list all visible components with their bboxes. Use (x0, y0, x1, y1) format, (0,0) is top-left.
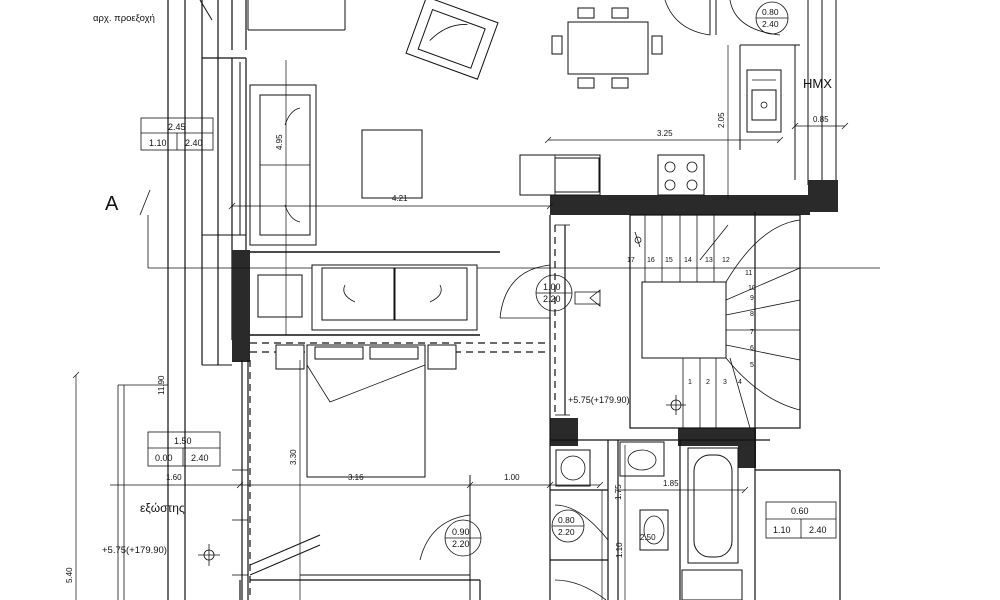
bed-icon (275, 344, 457, 478)
door-tag-height: 2.20 (558, 527, 575, 537)
dim-kitchen-depth: 2.05 (717, 112, 726, 128)
door-swing-icon (499, 264, 551, 319)
stair-step-label: 2 (706, 379, 710, 386)
wall-bath-right (738, 428, 756, 468)
door-tag: 0.80 2.40 (755, 1, 789, 35)
window-tag-sill: 1.10 (773, 525, 791, 535)
door-tag: 0.80 2.20 (551, 509, 585, 543)
door-tag-width: 1.00 (543, 282, 561, 292)
door-swing-icon (419, 514, 471, 561)
dimension-texts: 4.21 4.95 3.25 2.05 0.85 3.16 3.30 1.60 … (65, 112, 829, 583)
section-marker-a: A (105, 193, 119, 215)
window-tag-width: 0.60 (791, 506, 809, 516)
dimension-lines (72, 0, 849, 600)
toilet-icon (639, 509, 669, 551)
dim-balcony-width: 1.60 (166, 473, 182, 482)
wc-sink-icon (746, 69, 782, 133)
bathroom-fixtures (555, 441, 743, 600)
stair-step-label: 8 (750, 311, 754, 318)
stair-step-label: 11 (745, 270, 752, 277)
entry-arrow-icon (574, 289, 601, 307)
dim-corridor: 1.00 (504, 473, 520, 482)
dim-balcony-depth: 5.40 (65, 567, 74, 583)
wall-bath-top (678, 428, 754, 446)
door-tag-height: 2.20 (452, 539, 470, 549)
level-label-balcony: +5.75(+179.90) (102, 545, 167, 556)
window-tag: 2.45 1.10 2.40 (140, 117, 214, 151)
stair-step-label: 10 (748, 285, 756, 292)
wall-column-left (232, 250, 250, 362)
stair-step-label: 15 (665, 257, 673, 264)
stair-step-label: 1 (688, 379, 692, 386)
wall-kitchen-base (550, 195, 810, 215)
window-tag-height: 2.40 (809, 525, 827, 535)
door-swing-icon (729, 0, 781, 36)
stair-step-label: 13 (705, 257, 713, 264)
hatched-walls (232, 180, 838, 468)
interior-walls (239, 44, 841, 600)
level-label-stair: +5.75(+179.90) (568, 395, 630, 405)
dim-bed-width: 3.16 (348, 473, 364, 482)
dim-small: 1.10 (615, 542, 624, 558)
window-tag-sill: 0.00 (155, 453, 173, 463)
door-tag: 0.90 2.20 (444, 519, 482, 557)
dim-living-width: 4.21 (392, 194, 408, 203)
window-tag-sill: 1.10 (149, 138, 167, 148)
stair-step-label: 3 (723, 379, 727, 386)
door-tag-width: 0.80 (558, 515, 575, 525)
wall-corner-right (808, 180, 838, 212)
stair-step-label: 6 (750, 345, 754, 352)
dim-bath-width: 1.85 (663, 479, 679, 488)
washbasin-icon (619, 441, 665, 477)
window-tag: 1.50 0.00 2.40 (147, 431, 221, 467)
level-marker-icon (666, 395, 686, 415)
dim-living-depth: 4.95 (275, 134, 284, 150)
sofa-icon (249, 84, 317, 246)
stair-step-label: 5 (750, 362, 754, 369)
balcony-label: εξώστης (140, 501, 185, 515)
stair-step-label: 17 (627, 257, 635, 264)
stair-step-label: 16 (647, 257, 655, 264)
wall-bath-left (550, 418, 578, 446)
door-swing-icon (554, 579, 607, 600)
door-tag-width: 0.80 (762, 7, 779, 17)
stair-step-label: 4 (738, 379, 742, 386)
dim-kitchen-width: 3.25 (657, 129, 673, 138)
stair-step-label: 7 (750, 329, 754, 336)
side-table-icon (257, 274, 303, 318)
stair-step-label: 12 (722, 257, 730, 264)
window-tag: 0.60 1.10 2.40 (765, 501, 837, 539)
dim-total-depth: 11.90 (157, 375, 166, 395)
dim-bed-depth: 3.30 (289, 449, 298, 465)
window-tag-height: 2.40 (191, 453, 209, 463)
door-tag: 1.00 2.20 (535, 274, 573, 312)
stair-step-label: 14 (684, 257, 692, 264)
misc-details (232, 154, 642, 576)
coffee-table-icon (361, 129, 423, 199)
dining-table-icon (551, 7, 663, 89)
level-marker-icon (198, 544, 220, 566)
window-tag-width: 1.50 (174, 436, 192, 446)
door-tag-height: 2.20 (543, 294, 561, 304)
door-swing-icon (664, 0, 711, 36)
projection-note-label: αρχ. προεξοχή (93, 13, 155, 24)
room-label-wc: HMX (803, 76, 832, 91)
dim-bath-depth: 1.75 (614, 484, 623, 500)
staircase: 17 16 15 14 13 12 11 10 9 8 7 6 5 4 3 2 … (627, 214, 801, 429)
armchair-icon (405, 0, 499, 80)
stair-step-label: 9 (750, 295, 754, 302)
window-tag-width: 2.45 (168, 122, 186, 132)
window-tag-height: 2.40 (185, 138, 203, 148)
dim-wc-width: 0.85 (813, 115, 829, 124)
door-tag-height: 2.40 (762, 19, 779, 29)
section-line: A (105, 189, 880, 269)
door-swing-icon (554, 504, 609, 541)
balcony (117, 384, 168, 600)
dim-wc2-depth: 2.50 (640, 533, 656, 542)
sofa-icon (311, 264, 478, 331)
kitchen-counter-icon (519, 154, 705, 196)
door-tag-width: 0.90 (452, 527, 470, 537)
